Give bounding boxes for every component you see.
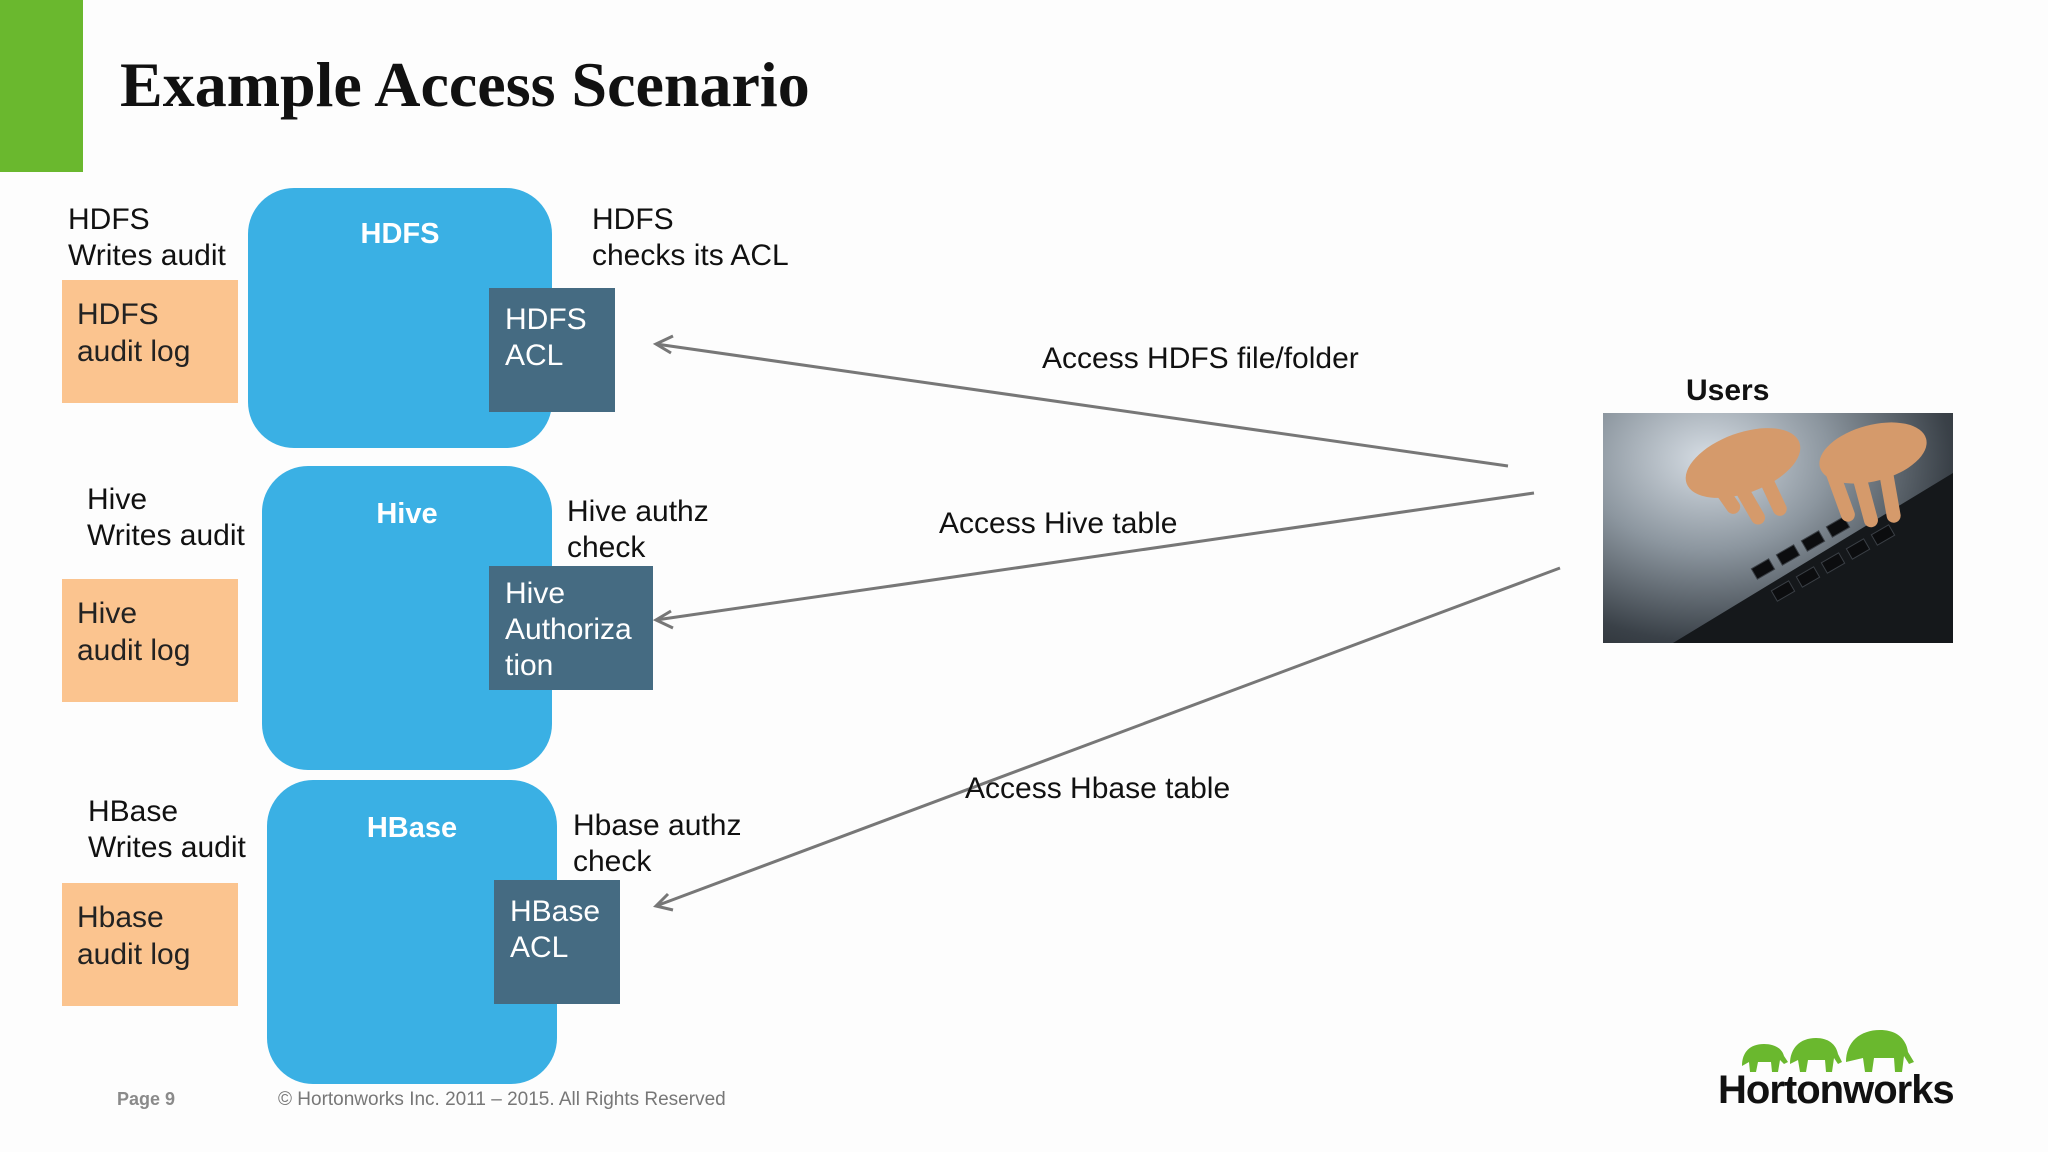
- hbase-check-label: Hbase authz check: [573, 809, 742, 878]
- users-label: Users: [1686, 374, 1770, 407]
- accent-bar: [0, 0, 83, 172]
- hbase-writes-audit-label: HBase Writes audit: [88, 795, 246, 864]
- hive-service-title: Hive: [376, 498, 438, 530]
- hbase-access-arrow: [655, 566, 1561, 908]
- page-number: Page 9: [117, 1089, 176, 1109]
- hbase-audit-log-box: Hbase audit log: [62, 883, 238, 1006]
- hive-check-label: Hive authz check: [567, 495, 709, 564]
- access-hbase-label: Access Hbase table: [965, 772, 1231, 805]
- hive-arrowhead: [652, 609, 674, 630]
- hdfs-audit-log-box: HDFS audit log: [62, 280, 238, 403]
- hbase-acl-box: HBase ACL: [494, 880, 620, 1004]
- hdfs-service-title: HDFS: [360, 218, 440, 250]
- hdfs-arrowhead: [652, 334, 674, 355]
- hortonworks-elephants-logo: [1742, 1030, 1914, 1072]
- hive-access-arrow: [655, 491, 1535, 622]
- copyright-text: © Hortonworks Inc. 2011 – 2015. All Righ…: [278, 1089, 726, 1110]
- hdfs-acl-box: HDFS ACL: [489, 288, 615, 412]
- hive-authorization-box: Hive Authoriza tion: [489, 566, 653, 690]
- hdfs-check-label: HDFS checks its ACL: [592, 203, 789, 272]
- hdfs-writes-audit-label: HDFS Writes audit: [68, 203, 226, 272]
- access-hdfs-label: Access HDFS file/folder: [1042, 342, 1359, 375]
- hbase-arrowhead: [653, 892, 674, 912]
- access-hive-label: Access Hive table: [939, 507, 1178, 540]
- hive-audit-log-box: Hive audit log: [62, 579, 238, 702]
- hdfs-access-arrow: [655, 342, 1509, 468]
- users-photo: [1603, 413, 1953, 643]
- laptop-typing-image: [1673, 422, 1953, 643]
- hbase-service-title: HBase: [366, 812, 458, 844]
- brand-name: Hortonworks: [1718, 1068, 1955, 1112]
- slide-title: Example Access Scenario: [120, 49, 810, 120]
- hive-writes-audit-label: Hive Writes audit: [87, 483, 245, 552]
